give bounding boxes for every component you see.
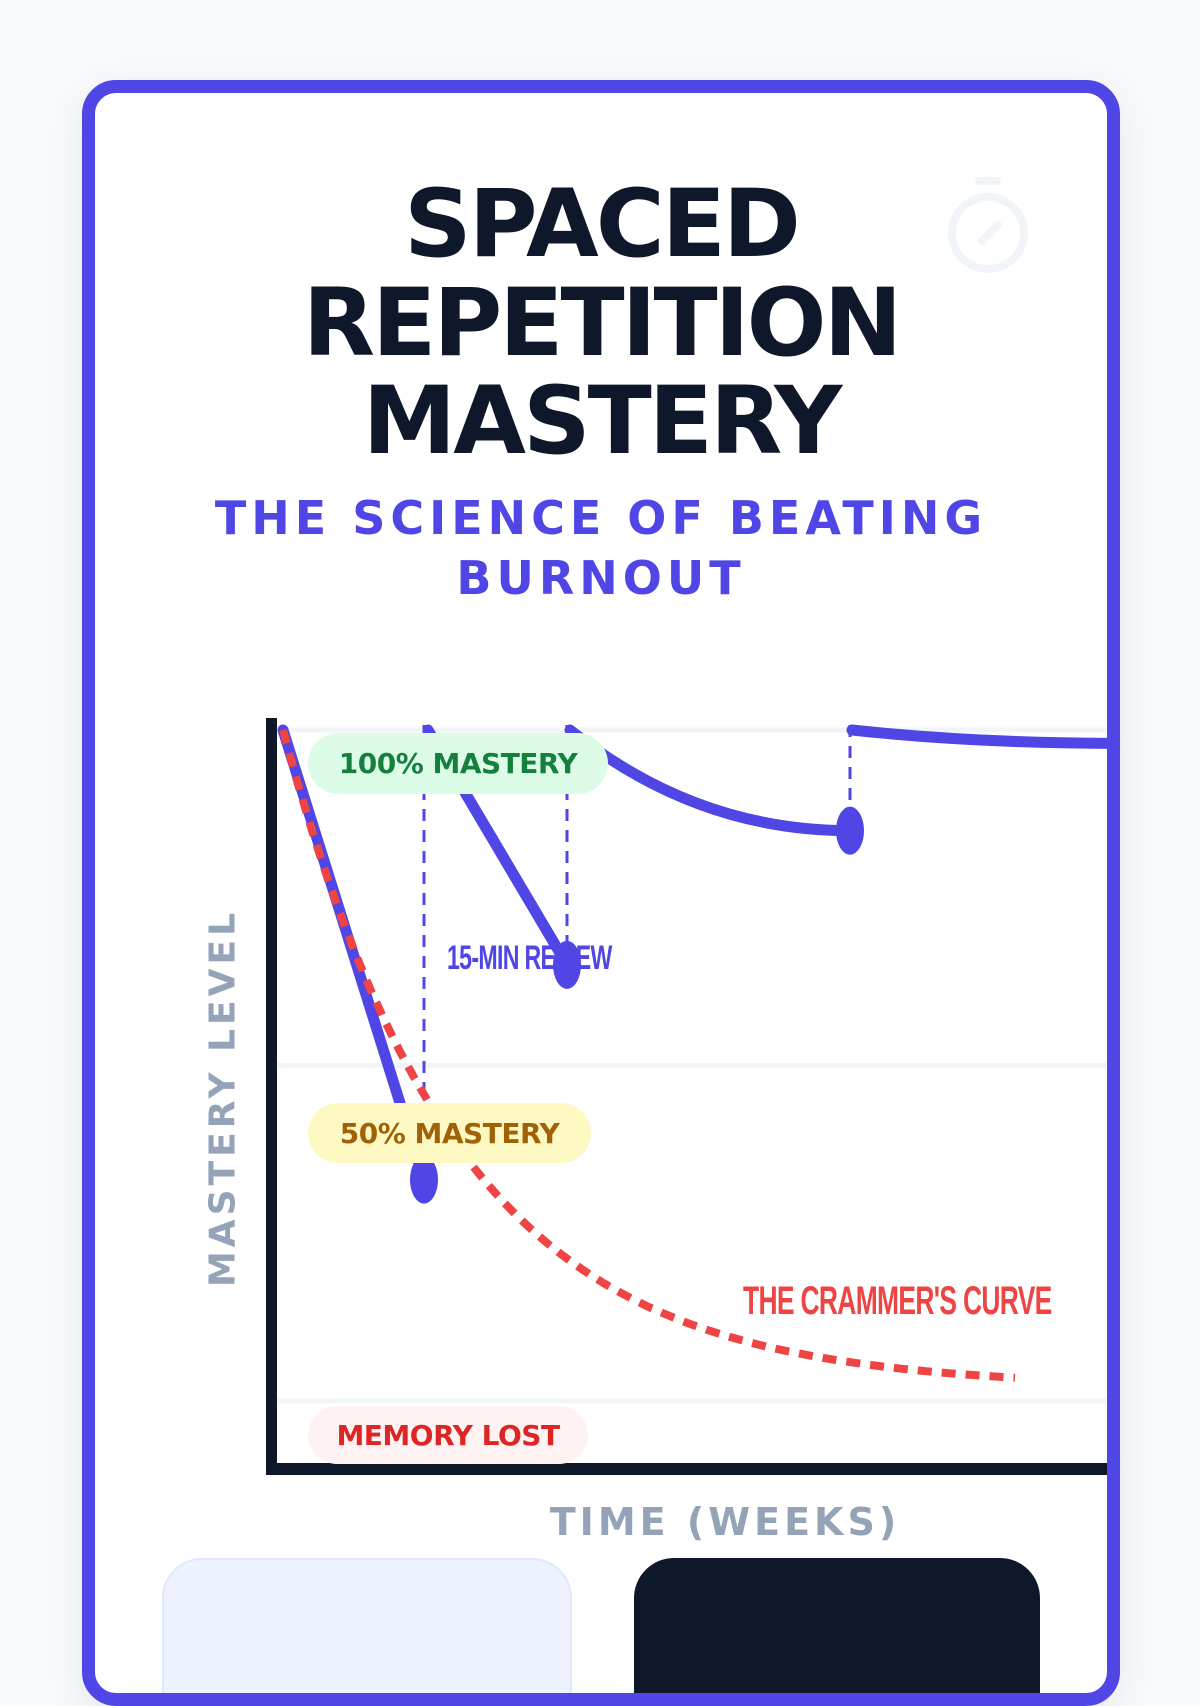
info-card-right: [634, 1558, 1040, 1693]
title-line-1: SPACED: [404, 170, 801, 279]
mastery-segment-3: [564, 724, 856, 837]
infographic-card: SPACED REPETITION MASTERY THE SCIENCE OF…: [82, 80, 1120, 1706]
y-axis-line: [266, 718, 277, 1475]
mastery-chart: [266, 718, 1107, 1475]
level-label-100: 100% MASTERY: [308, 733, 608, 794]
level-label-50: 50% MASTERY: [308, 1103, 591, 1163]
review-point: [410, 1155, 438, 1204]
review-point: [553, 940, 581, 989]
crammer-curve: [279, 728, 1016, 1382]
info-card-left: [162, 1558, 572, 1693]
title-line-2: REPETITION: [302, 269, 902, 378]
mastery-segment-4: [846, 724, 1107, 749]
level-label-0: MEMORY LOST: [308, 1406, 588, 1464]
review-point: [836, 806, 864, 855]
x-axis-line: [266, 1463, 1107, 1475]
subtitle: THE SCIENCE OF BEATING BURNOUT: [214, 491, 988, 605]
crammer-curve-label: THE CRAMMER'S CURVE: [743, 1279, 1052, 1323]
title-line-3: MASTERY: [362, 367, 843, 476]
x-axis-label: TIME (WEEKS): [549, 1500, 901, 1544]
y-axis-label: MASTERY LEVEL: [202, 908, 244, 1288]
review-annotation: 15-MIN REVIEW: [447, 939, 612, 977]
stopwatch-icon: [948, 177, 1028, 273]
